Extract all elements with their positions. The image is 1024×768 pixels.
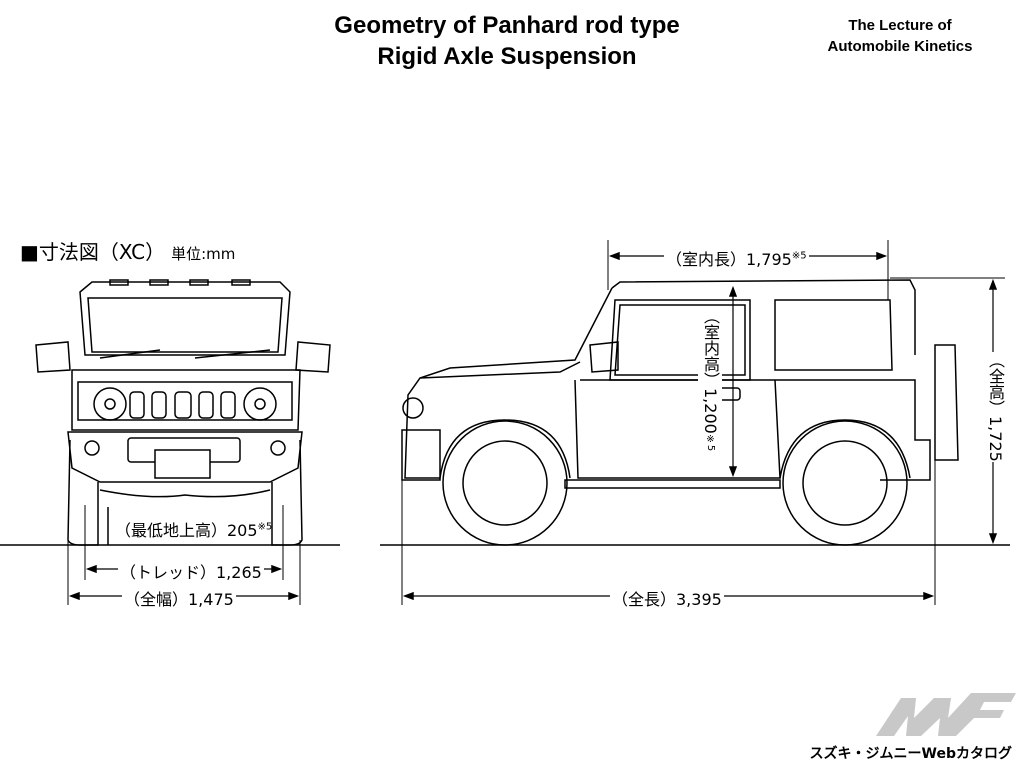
interior-length-label: （室内長）1,795※5 bbox=[664, 246, 809, 270]
lecture-line-2: Automobile Kinetics bbox=[827, 38, 973, 55]
lecture-line-1: The Lecture of bbox=[848, 17, 952, 34]
left-mirror bbox=[35, 341, 71, 373]
overall-height-label: （全高）1,725 bbox=[983, 352, 1007, 462]
lecture-label: The Lecture of Automobile Kinetics bbox=[800, 15, 1000, 57]
interior-height-label: （室内高）1,200※5 bbox=[698, 308, 722, 452]
motor-fan-watermark-logo bbox=[876, 688, 1016, 742]
front-view-vehicle bbox=[35, 279, 331, 546]
right-mirror bbox=[295, 341, 331, 373]
overall-width-label: （全幅）1,475 bbox=[122, 586, 236, 610]
side-view-vehicle bbox=[401, 279, 959, 546]
spare-tire bbox=[934, 344, 959, 461]
section-title: ■寸法図（XC） bbox=[20, 240, 166, 264]
section-heading: ■寸法図（XC） 単位:mm bbox=[20, 236, 235, 265]
catalog-caption: スズキ・ジムニーWebカタログ bbox=[809, 746, 1012, 762]
tread-label: （トレッド）1,265 bbox=[118, 559, 264, 583]
page-title: Geometry of Panhard rod type Rigid Axle … bbox=[0, 10, 1014, 72]
ground-clearance-label: （最低地上高）205※5 bbox=[115, 521, 273, 540]
side-mirror bbox=[589, 341, 619, 373]
overall-length-label: （全長）3,395 bbox=[610, 586, 724, 610]
title-line-1: Geometry of Panhard rod type bbox=[334, 12, 680, 39]
unit-label: 単位:mm bbox=[171, 245, 236, 263]
title-line-2: Rigid Axle Suspension bbox=[377, 43, 637, 70]
